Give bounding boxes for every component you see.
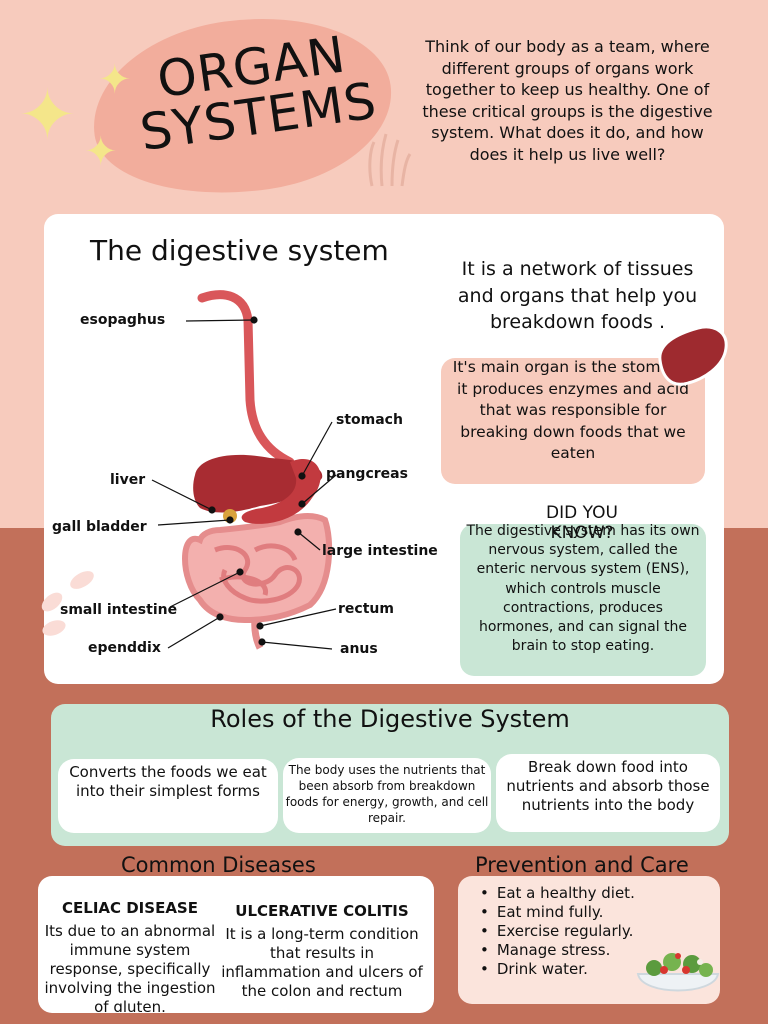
- digestive-title: The digestive system: [90, 234, 389, 267]
- label-stomach: stomach: [336, 412, 403, 428]
- label-pancreas: pangcreas: [326, 466, 408, 482]
- stomach-note: It's main organ is the stomach, it produ…: [452, 358, 694, 462]
- prevention-item: Manage stress.: [480, 941, 635, 960]
- sparkle-icon: ✦: [98, 57, 132, 103]
- role-text: Converts the foods we eat into their sim…: [69, 763, 267, 800]
- prevention-item: Drink water.: [480, 960, 635, 979]
- did-you-know-text: The digestive system has its own nervous…: [466, 523, 700, 655]
- role-card: Converts the foods we eat into their sim…: [58, 759, 278, 833]
- disease-item: CELIAC DISEASE Its due to an abnormal im…: [44, 898, 216, 1012]
- sparkle-icon: ✦: [84, 129, 118, 175]
- label-anus: anus: [340, 641, 378, 657]
- label-esophagus: esopaghus: [80, 312, 166, 328]
- esophagus-shape: [197, 290, 295, 467]
- role-text: The body uses the nutrients that been ab…: [285, 763, 489, 825]
- prevention-item: Eat a healthy diet.: [480, 884, 635, 903]
- small-intestine-shape: [214, 545, 302, 604]
- disease-text: It is a long-term condition that results…: [221, 925, 423, 1000]
- did-you-know-title: DID YOU KNOW?: [546, 503, 618, 543]
- large-intestine-shape: [182, 513, 333, 624]
- disease-text: Its due to an abnormal immune system res…: [44, 922, 216, 1012]
- role-card: The body uses the nutrients that been ab…: [283, 758, 491, 833]
- diseases-card: [38, 876, 434, 1013]
- did-you-know-box: [460, 524, 706, 676]
- intro-text: Think of our body as a team, where diffe…: [422, 37, 713, 164]
- salad-bowl-icon: [636, 953, 720, 992]
- sparkle-icon: ✦: [18, 74, 77, 156]
- stomach-note-box: [441, 358, 705, 484]
- network-text: It is a network of tissues and organs th…: [457, 258, 698, 333]
- role-card: Break down food into nutrients and absor…: [496, 754, 720, 832]
- label-large-intestine: large intestine: [322, 543, 438, 559]
- rectum-shape: [251, 617, 264, 650]
- prevention-item: Exercise regularly.: [480, 922, 635, 941]
- diseases-title: Common Diseases: [121, 853, 316, 877]
- disease-item: ULCERATIVE COLITIS It is a long-term con…: [218, 901, 426, 1021]
- prevention-item: Eat mind fully.: [480, 903, 635, 922]
- disease-name: ULCERATIVE COLITIS: [235, 902, 409, 920]
- hand-doodle-icon: [368, 133, 412, 187]
- prevention-title: Prevention and Care: [475, 853, 689, 877]
- role-text: Break down food into nutrients and absor…: [506, 758, 710, 814]
- label-gall-bladder: gall bladder: [52, 519, 147, 535]
- disease-name: CELIAC DISEASE: [62, 899, 198, 917]
- prevention-list: Eat a healthy diet. Eat mind fully. Exer…: [480, 884, 635, 979]
- label-liver: liver: [110, 472, 146, 488]
- digestive-diagram: [151, 290, 337, 650]
- pill-doodle-icon: [41, 571, 94, 636]
- liver-sticker-icon: [658, 325, 728, 386]
- label-rectum: rectum: [338, 601, 394, 617]
- label-small-intestine: small intestine: [60, 602, 178, 618]
- label-appendix: ependdix: [88, 640, 161, 656]
- roles-title: Roles of the Digestive System: [210, 705, 570, 733]
